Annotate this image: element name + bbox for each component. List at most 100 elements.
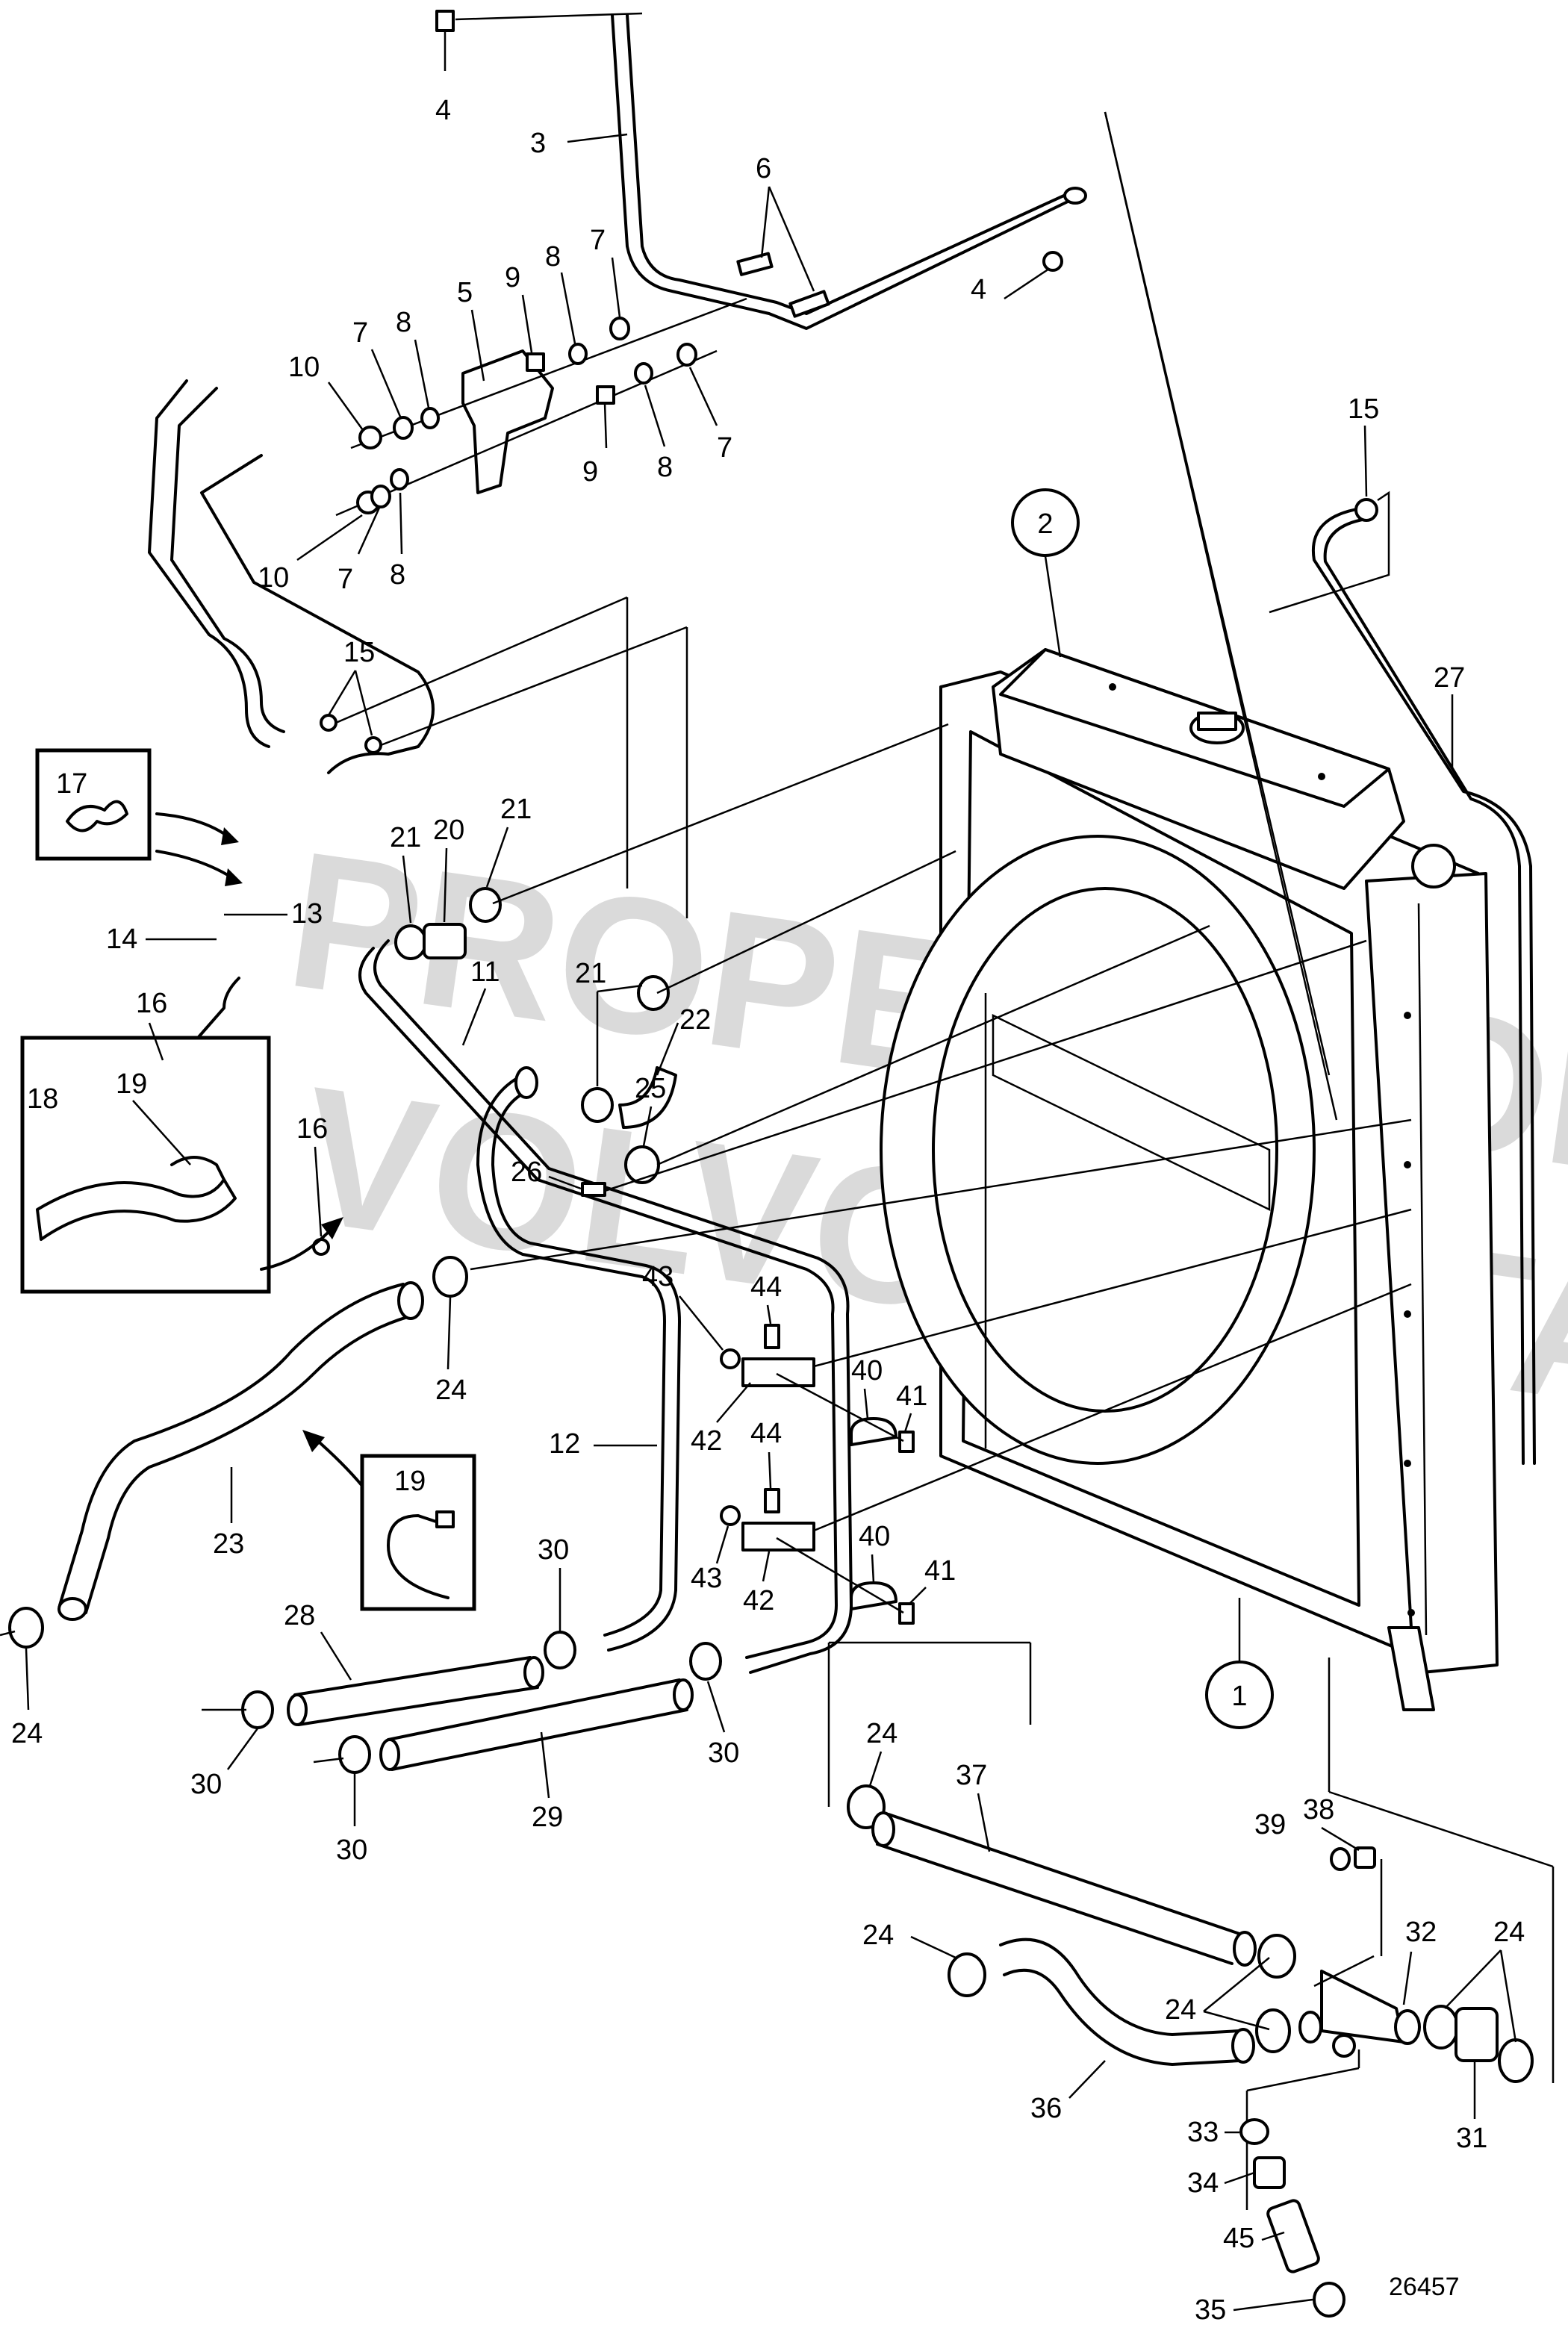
washer-7a xyxy=(393,416,414,440)
washer-7b xyxy=(609,317,630,340)
washer-8a xyxy=(420,407,440,429)
callout-3: 3 xyxy=(530,128,546,159)
callout-23: 23 xyxy=(213,1528,244,1560)
detail-box-19 xyxy=(302,1430,476,1611)
hose-36 xyxy=(999,1938,1241,2036)
radiator-side-tank xyxy=(1365,872,1499,1674)
callout-24e: 24 xyxy=(1165,1994,1196,2026)
callout-9b: 9 xyxy=(582,456,598,488)
callout-44a: 44 xyxy=(750,1272,782,1303)
pipe-32 xyxy=(1320,1970,1405,2044)
bolt-6a xyxy=(736,252,774,276)
clamp-24e xyxy=(948,1952,986,1997)
callout-45: 45 xyxy=(1223,2223,1254,2254)
reference-circle-2: 2 xyxy=(1011,488,1080,658)
callout-27: 27 xyxy=(1434,662,1465,694)
callout-7c: 7 xyxy=(337,564,353,595)
seal-33 xyxy=(1239,2118,1269,2145)
reference-label-1: 1 xyxy=(1231,1681,1247,1712)
clamp-21c xyxy=(637,975,670,1011)
callout-39: 39 xyxy=(1254,1809,1286,1840)
plug-38 xyxy=(1354,1846,1376,1869)
callout-7d: 7 xyxy=(717,432,732,464)
bolt-44a xyxy=(764,1324,780,1349)
callout-44b: 44 xyxy=(750,1418,782,1449)
callout-30c: 30 xyxy=(336,1834,367,1866)
clamp-30b xyxy=(544,1631,576,1669)
washer-8d xyxy=(634,362,653,385)
callout-19b: 19 xyxy=(394,1466,426,1497)
callout-15: 15 xyxy=(343,637,375,668)
callout-36: 36 xyxy=(1030,2093,1062,2124)
adapter-34 xyxy=(1253,2156,1286,2189)
clamp-24f xyxy=(1255,2008,1291,2053)
callout-28: 28 xyxy=(284,1600,315,1631)
callout-17: 17 xyxy=(56,768,87,800)
spacer-9a xyxy=(526,352,545,372)
fittings xyxy=(394,723,1367,1197)
callout-21c: 21 xyxy=(575,958,606,989)
clamp-30a xyxy=(241,1690,274,1729)
detail-box-18-19 xyxy=(20,1036,343,1294)
tank-filler xyxy=(1411,844,1456,888)
pipe-3 xyxy=(611,13,1069,330)
callout-24a: 24 xyxy=(435,1375,467,1406)
clamp-24b xyxy=(8,1607,44,1649)
callout-14: 14 xyxy=(106,924,137,955)
callout-43b: 43 xyxy=(691,1563,722,1594)
callout-33: 33 xyxy=(1187,2117,1219,2148)
clamp-40a xyxy=(850,1417,897,1446)
callout-26: 26 xyxy=(511,1157,542,1188)
hose-29 xyxy=(387,1678,681,1741)
radiator-assembly xyxy=(880,670,1499,1711)
valve-45 xyxy=(1266,2199,1320,2273)
bolt-41b xyxy=(898,1602,915,1625)
callout-42b: 42 xyxy=(743,1585,774,1616)
callout-42a: 42 xyxy=(691,1425,722,1457)
callout-4a: 4 xyxy=(435,95,451,126)
expansion-tank xyxy=(992,648,1456,890)
callouts: 4 3 6 4 7 8 9 5 8 7 10 9 8 7 7 8 10 15 xyxy=(11,31,1525,2325)
hose-23 xyxy=(0,1118,1412,1649)
callout-24b: 24 xyxy=(11,1718,43,1749)
fitting-31 xyxy=(1455,2007,1499,2062)
screw-26 xyxy=(581,1182,606,1197)
bracket-5 xyxy=(461,349,554,494)
clamp-30d xyxy=(338,1735,371,1774)
callout-30d: 30 xyxy=(708,1737,739,1769)
callout-10a: 10 xyxy=(288,352,320,383)
washer-8c xyxy=(390,468,409,491)
callout-35: 35 xyxy=(1195,2294,1226,2325)
oring xyxy=(1298,2011,1322,2044)
washer-39 xyxy=(1330,1847,1351,1871)
callout-16a: 16 xyxy=(136,988,167,1019)
clamp-21a xyxy=(394,924,427,960)
callout-13: 13 xyxy=(291,898,323,930)
callout-8d: 8 xyxy=(657,452,673,483)
callout-18: 18 xyxy=(27,1083,58,1115)
detail-box-17 xyxy=(35,748,243,886)
clamp-15a xyxy=(320,714,337,732)
cap-35 xyxy=(1313,2282,1345,2318)
callout-7b: 7 xyxy=(590,225,606,256)
callout-41a: 41 xyxy=(896,1381,927,1412)
callout-20: 20 xyxy=(433,815,464,846)
callout-40b: 40 xyxy=(859,1521,890,1552)
radiator-bottom-outlet xyxy=(1387,1626,1435,1711)
drawing-number: 26457 xyxy=(1389,2273,1460,2301)
fitting-15c xyxy=(1354,498,1378,522)
clamp-24g xyxy=(1423,2005,1459,2049)
hose-28 xyxy=(293,1656,532,1696)
bolt-44b xyxy=(764,1488,780,1513)
callout-24d: 24 xyxy=(862,1920,894,1951)
bracket-42b xyxy=(741,1522,815,1551)
callout-32: 32 xyxy=(1405,1917,1437,1948)
washer-7d xyxy=(676,343,697,367)
callout-12: 12 xyxy=(549,1428,580,1460)
callout-8a: 8 xyxy=(396,307,411,338)
callout-11: 11 xyxy=(470,956,500,988)
callout-15c: 15 xyxy=(1348,393,1379,425)
bolt-4a xyxy=(435,10,455,32)
hose-11 xyxy=(358,947,838,1659)
